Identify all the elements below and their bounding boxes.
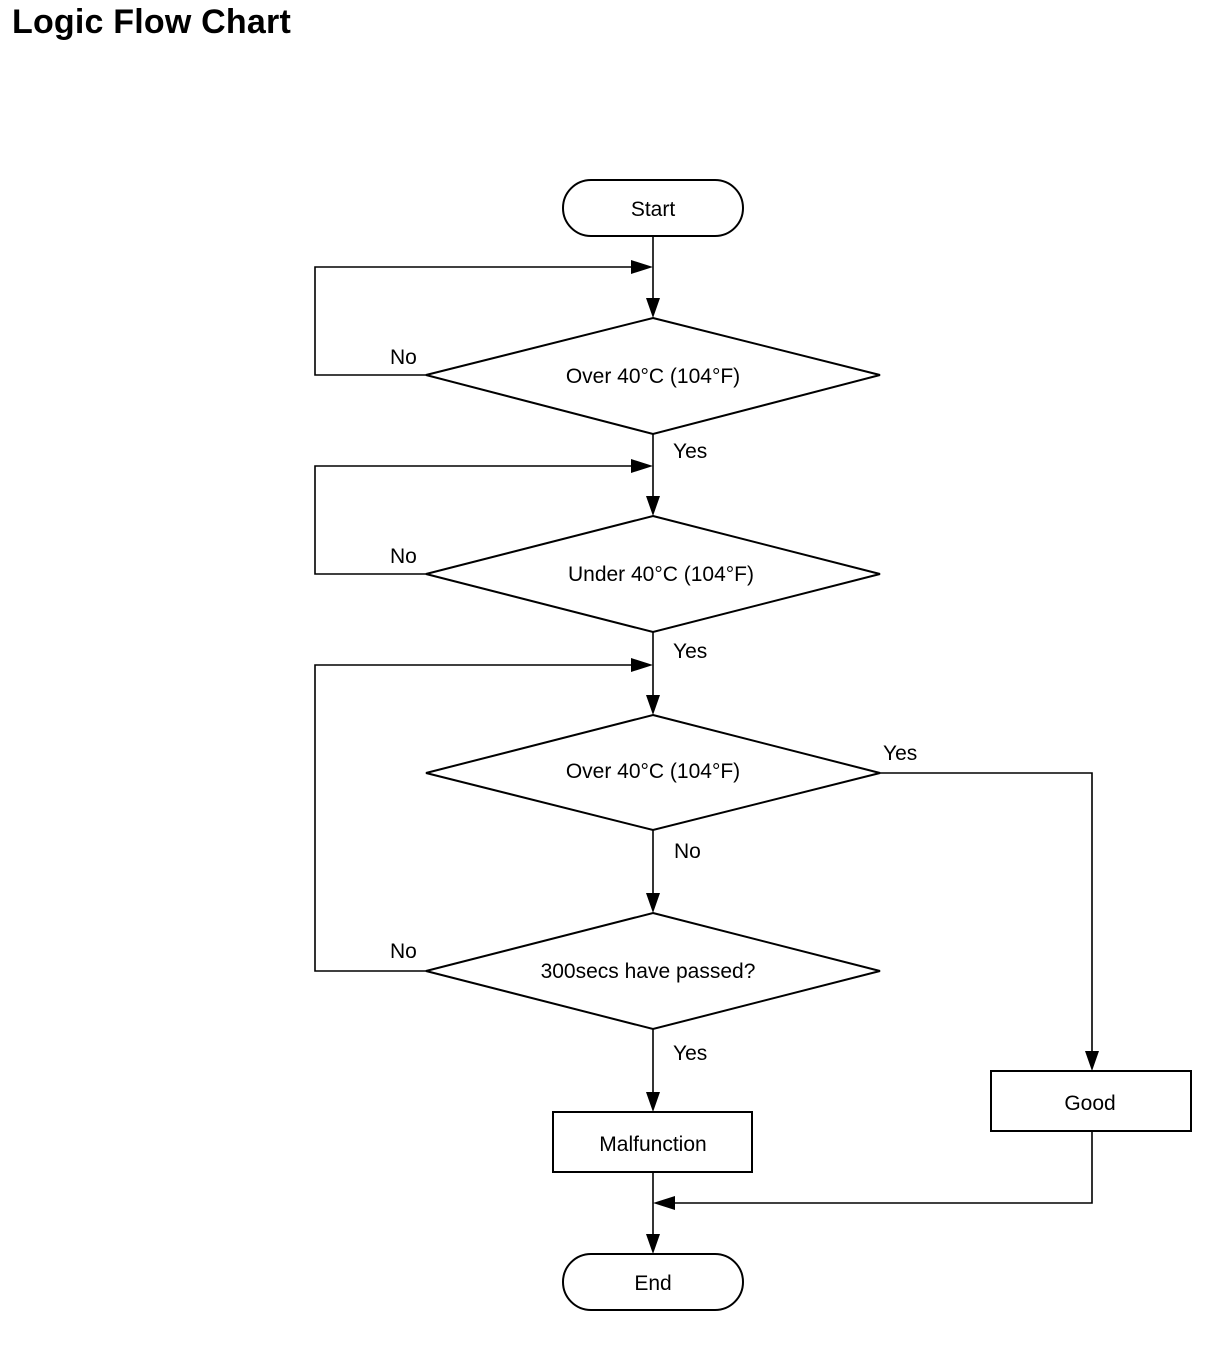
edge-labels: No Yes No Yes Yes No No Yes [390, 346, 917, 1065]
arrowhead-right [631, 658, 653, 672]
arrowhead-right [631, 260, 653, 274]
edge-label-no: No [390, 545, 417, 568]
good-label: Good [1064, 1092, 1115, 1115]
loop-d4-no [314, 664, 635, 972]
arrowhead-down [646, 1234, 660, 1254]
good-box: Good [990, 1070, 1192, 1132]
connector-good-to-end [671, 1131, 1093, 1204]
end-terminal: End [562, 1253, 744, 1311]
edge-label-yes: Yes [673, 1042, 707, 1065]
edge-label-no: No [674, 840, 701, 863]
malfunction-box: Malfunction [552, 1111, 753, 1173]
decision-over-40c-second: Over 40°C (104°F) [425, 713, 881, 832]
start-label: Start [631, 198, 676, 221]
arrowhead-down [646, 496, 660, 516]
edge-label-no: No [390, 346, 417, 369]
decision-label: Under 40°C (104°F) [568, 563, 754, 586]
malfunction-label: Malfunction [599, 1133, 706, 1156]
decision-label: Over 40°C (104°F) [566, 365, 740, 388]
loop-d2-no [314, 465, 635, 575]
edge-label-no: No [390, 940, 417, 963]
arrowhead-down [646, 893, 660, 913]
decision-label: 300secs have passed? [541, 960, 756, 983]
decision-300secs-passed: 300secs have passed? [425, 911, 881, 1031]
arrowhead-left [653, 1196, 675, 1210]
arrowheads [631, 260, 1099, 1254]
end-label: End [634, 1272, 671, 1295]
arrowhead-down [646, 695, 660, 715]
connector-d3-yes-to-good [880, 772, 1093, 1053]
edge-label-yes: Yes [673, 640, 707, 663]
edge-label-yes: Yes [673, 440, 707, 463]
loop-d1-no [314, 266, 635, 376]
decision-over-40c-first: Over 40°C (104°F) [425, 316, 881, 436]
arrowhead-down [1085, 1051, 1099, 1071]
decision-label: Over 40°C (104°F) [566, 760, 740, 783]
edge-label-yes: Yes [883, 742, 917, 765]
connectors [314, 236, 1093, 1236]
start-terminal: Start [562, 179, 744, 237]
arrowhead-down [646, 298, 660, 318]
arrowhead-right [631, 459, 653, 473]
arrowhead-down [646, 1092, 660, 1112]
decision-under-40c: Under 40°C (104°F) [425, 514, 881, 634]
page-title: Logic Flow Chart [12, 3, 291, 41]
